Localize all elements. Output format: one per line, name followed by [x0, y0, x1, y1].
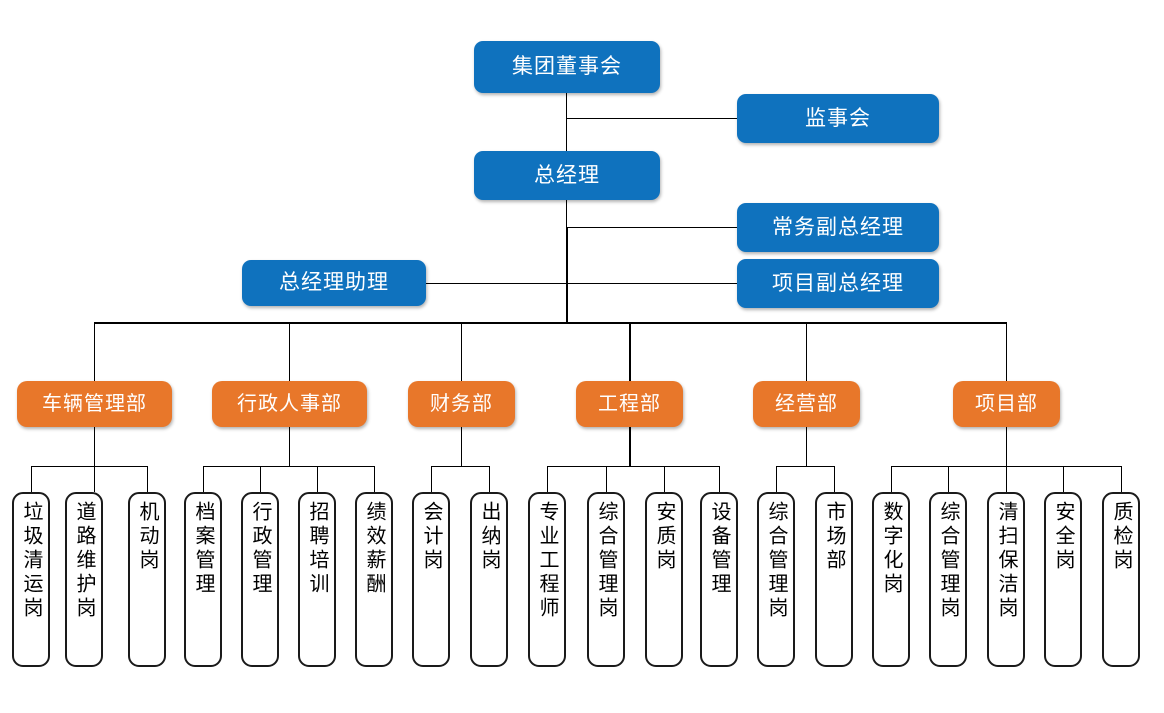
connector-finance-down: [461, 427, 462, 466]
connector-adminhr-down: [289, 427, 290, 466]
connector-project-leaf-1: [948, 466, 949, 492]
connector-gm-exec-deputy: [566, 227, 738, 228]
connector-vehicle-leaf-1: [94, 466, 95, 492]
connector-gm-down-3: [566, 283, 568, 323]
connector-engineering-leaf-2: [664, 466, 665, 492]
node-position-vehicle-0[interactable]: 垃圾清运岗: [12, 492, 50, 667]
connector-vehicle-bus: [31, 466, 148, 467]
position-label: 质检岗: [1110, 501, 1132, 573]
connector-operations-leaf-1: [834, 466, 835, 492]
node-position-adminhr-2[interactable]: 招聘培训: [298, 492, 336, 667]
node-department-finance[interactable]: 财务部: [408, 381, 515, 427]
connector-drop-engineering: [629, 322, 631, 381]
connector-project-leaf-2: [1006, 466, 1007, 492]
connector-drop-finance: [461, 322, 462, 381]
connector-engineering-leaf-3: [719, 466, 720, 492]
connector-operations-bus: [776, 466, 834, 467]
node-position-engineering-0[interactable]: 专业工程师: [528, 492, 566, 667]
node-position-engineering-3[interactable]: 设备管理: [700, 492, 738, 667]
node-position-project-3[interactable]: 安全岗: [1044, 492, 1082, 667]
connector-drop-admin-hr: [289, 322, 290, 381]
connector-gm-down-1: [566, 199, 567, 228]
connector-operations-leaf-0: [776, 466, 777, 492]
connector-operations-down: [806, 427, 807, 466]
connector-project-leaf-3: [1063, 466, 1064, 492]
node-position-project-1[interactable]: 综合管理岗: [929, 492, 967, 667]
connector-drop-project: [1006, 322, 1007, 381]
position-label: 行政管理: [249, 501, 271, 597]
connector-adminhr-leaf-3: [374, 466, 375, 492]
position-label: 专业工程师: [536, 501, 558, 621]
position-label: 综合管理岗: [595, 501, 617, 621]
connector-gm-down-2: [566, 227, 568, 283]
connector-finance-leaf-1: [489, 466, 490, 492]
connector-engineering-leaf-0: [547, 466, 548, 492]
position-label: 绩效薪酬: [363, 501, 385, 597]
position-label: 综合管理岗: [765, 501, 787, 621]
connector-adminhr-leaf-1: [260, 466, 261, 492]
connector-finance-bus: [431, 466, 489, 467]
position-label: 垃圾清运岗: [20, 501, 42, 621]
position-label: 综合管理岗: [937, 501, 959, 621]
position-label: 安质岗: [653, 501, 675, 573]
position-label: 会计岗: [420, 501, 442, 573]
node-position-adminhr-0[interactable]: 档案管理: [184, 492, 222, 667]
node-executive-deputy-manager[interactable]: 常务副总经理: [737, 203, 939, 252]
node-position-adminhr-3[interactable]: 绩效薪酬: [355, 492, 393, 667]
node-position-project-2[interactable]: 清扫保洁岗: [987, 492, 1025, 667]
connector-vehicle-leaf-2: [147, 466, 148, 492]
node-position-operations-1[interactable]: 市场部: [815, 492, 853, 667]
node-project-deputy-manager[interactable]: 项目副总经理: [737, 259, 939, 308]
connector-board-gm: [566, 118, 567, 151]
connector-engineering-leaf-1: [606, 466, 607, 492]
connector-engineering-down: [629, 427, 631, 466]
position-label: 清扫保洁岗: [995, 501, 1017, 621]
node-gm-assistant[interactable]: 总经理助理: [242, 260, 426, 306]
position-label: 招聘培训: [306, 501, 328, 597]
node-position-project-0[interactable]: 数字化岗: [872, 492, 910, 667]
position-label: 市场部: [823, 501, 845, 573]
connector-gm-project-deputy: [425, 283, 738, 284]
node-general-manager[interactable]: 总经理: [474, 151, 660, 200]
node-position-operations-0[interactable]: 综合管理岗: [757, 492, 795, 667]
node-position-engineering-2[interactable]: 安质岗: [645, 492, 683, 667]
connector-project-down: [1006, 427, 1007, 466]
connector-drop-vehicle: [94, 322, 95, 381]
node-position-adminhr-1[interactable]: 行政管理: [241, 492, 279, 667]
connector-adminhr-leaf-2: [317, 466, 318, 492]
position-label: 道路维护岗: [73, 501, 95, 621]
node-department-project[interactable]: 项目部: [953, 381, 1060, 427]
connector-board-supervisory: [566, 118, 738, 119]
connector-vehicle-leaf-0: [31, 466, 32, 492]
node-supervisory-board[interactable]: 监事会: [737, 94, 939, 143]
position-label: 安全岗: [1052, 501, 1074, 573]
connector-project-leaf-0: [891, 466, 892, 492]
connector-adminhr-leaf-0: [203, 466, 204, 492]
node-board[interactable]: 集团董事会: [474, 41, 660, 93]
node-position-vehicle-2[interactable]: 机动岗: [128, 492, 166, 667]
node-department-operations[interactable]: 经营部: [753, 381, 860, 427]
node-position-engineering-1[interactable]: 综合管理岗: [587, 492, 625, 667]
node-department-admin-hr[interactable]: 行政人事部: [212, 381, 367, 427]
connector-board-down: [566, 92, 567, 124]
connector-drop-operations: [806, 322, 807, 381]
connector-engineering-bus: [547, 466, 719, 467]
position-label: 机动岗: [136, 501, 158, 573]
node-position-project-4[interactable]: 质检岗: [1102, 492, 1140, 667]
connector-adminhr-bus: [203, 466, 374, 467]
position-label: 设备管理: [708, 501, 730, 597]
connector-finance-leaf-0: [431, 466, 432, 492]
position-label: 数字化岗: [880, 501, 902, 597]
connector-department-bus: [94, 322, 1007, 324]
node-department-engineering[interactable]: 工程部: [576, 381, 683, 427]
position-label: 档案管理: [192, 501, 214, 597]
connector-vehicle-down: [94, 427, 95, 466]
node-position-vehicle-1[interactable]: 道路维护岗: [65, 492, 103, 667]
node-position-finance-1[interactable]: 出纳岗: [470, 492, 508, 667]
node-position-finance-0[interactable]: 会计岗: [412, 492, 450, 667]
connector-project-leaf-4: [1121, 466, 1122, 492]
node-department-vehicle[interactable]: 车辆管理部: [17, 381, 172, 427]
position-label: 出纳岗: [478, 501, 500, 573]
